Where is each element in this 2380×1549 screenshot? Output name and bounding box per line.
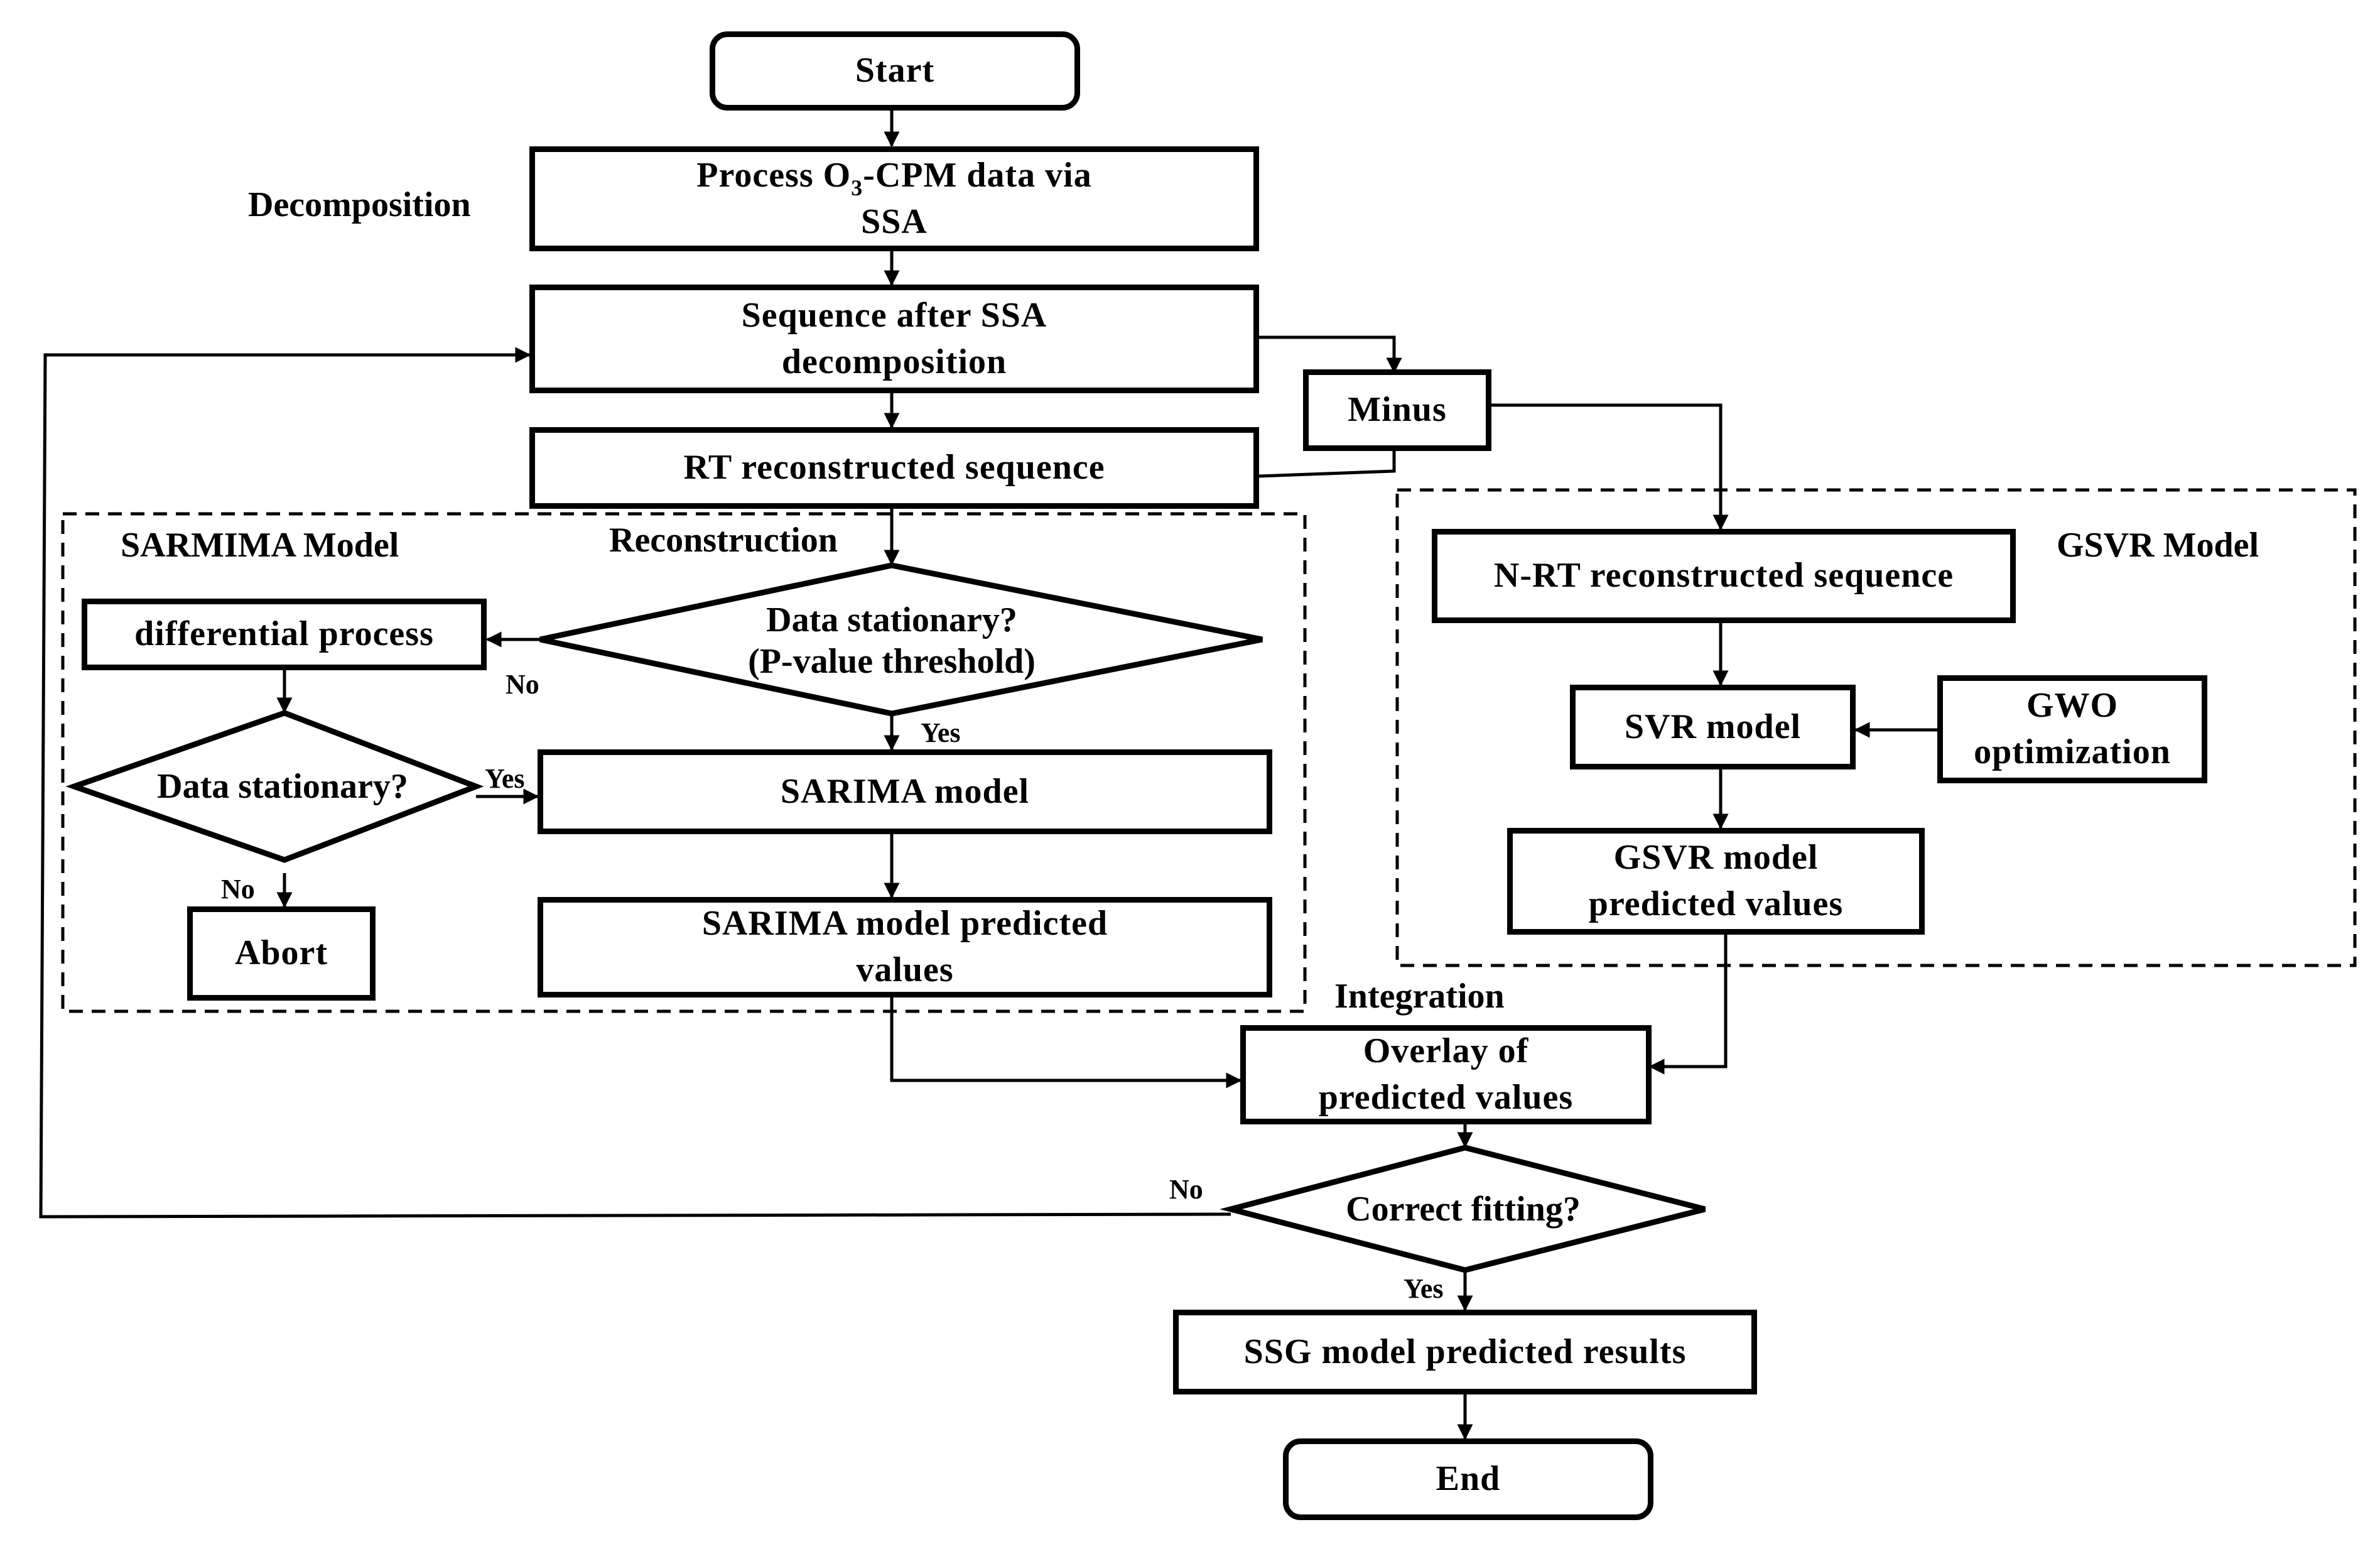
process-o3-pre: Process O (696, 155, 852, 195)
integration-label: Integration (1334, 977, 1505, 1016)
overlay-box: Overlay of predicted values (1240, 1025, 1652, 1124)
process-o3-post: -CPM data via (863, 155, 1092, 195)
gsvr-model-label: GSVR Model (2057, 526, 2259, 565)
data-stationary-diamond (65, 710, 484, 863)
rt-sequence-label: RT reconstructed sequence (683, 448, 1105, 487)
minus-label: Minus (1348, 390, 1447, 430)
sequence-after-ssa-box: Sequence after SSA decomposition (529, 285, 1259, 393)
gwo-optimization-box: GWO optimization (1937, 675, 2207, 783)
process-o3-line2: SSA (861, 202, 928, 241)
sarima-predicted-line2: values (856, 950, 954, 989)
end-terminal: End (1283, 1438, 1653, 1520)
sarima-model-box: SARIMA model (538, 749, 1272, 834)
gsvr-predicted-box: GSVR model predicted values (1507, 828, 1925, 935)
differential-process-label: differential process (134, 614, 434, 654)
end-label: End (1436, 1459, 1501, 1499)
process-o3-line1: Process O3-CPM data via (696, 153, 1092, 200)
start-label: Start (855, 51, 935, 90)
gwo-optimization-line1: GWO (2026, 686, 2119, 726)
overlay-line2: predicted values (1318, 1078, 1574, 1117)
data-stationary-pvalue-line2: (P-value threshold) (748, 642, 1036, 681)
yes-second-label: Yes (485, 763, 525, 794)
reconstruction-label: Reconstruction (609, 521, 838, 560)
process-o3-subscript: 3 (851, 175, 863, 200)
gsvr-predicted-line2: predicted values (1588, 884, 1844, 923)
decomposition-label: Decomposition (248, 185, 471, 224)
arrow-fitting-no-loop (39, 347, 1231, 1219)
data-stationary-pvalue-text: Data stationary? (P-value threshold) (678, 597, 1105, 685)
abort-box: Abort (187, 906, 376, 1001)
gsvr-group-frame (1395, 488, 2357, 967)
nrt-sequence-label: N-RT reconstructed sequence (1493, 556, 1954, 595)
sarima-predicted-box: SARIMA model predicted values (538, 897, 1272, 997)
data-stationary-text: Data stationary? (113, 763, 452, 810)
svr-model-box: SVR model (1570, 685, 1856, 769)
correct-fitting-label: Correct fitting? (1346, 1189, 1581, 1229)
sarmima-model-label: SARMIMA Model (121, 526, 399, 565)
abort-label: Abort (234, 933, 328, 973)
ssg-results-box: SSG model predicted results (1173, 1310, 1757, 1394)
sarima-model-label: SARIMA model (780, 771, 1030, 811)
ssg-results-label: SSG model predicted results (1243, 1332, 1687, 1371)
rt-sequence-box: RT reconstructed sequence (529, 427, 1259, 509)
sequence-after-ssa-line2: decomposition (781, 342, 1007, 381)
process-o3-box: Process O3-CPM data via SSA (529, 146, 1259, 251)
correct-fitting-text: Correct fitting? (1287, 1187, 1639, 1231)
svr-model-label: SVR model (1624, 707, 1802, 746)
start-terminal: Start (710, 31, 1080, 111)
gwo-optimization-line2: optimization (1974, 732, 2171, 771)
overlay-line1: Overlay of (1363, 1031, 1529, 1071)
gsvr-predicted-line1: GSVR model (1613, 838, 1819, 878)
no-fitting-label: No (1169, 1174, 1203, 1205)
data-stationary-label: Data stationary? (157, 767, 408, 807)
no-abort-label: No (221, 874, 255, 905)
no-differential-label: No (506, 669, 539, 700)
yes-fitting-label: Yes (1404, 1273, 1444, 1304)
yes-stationary-label: Yes (921, 717, 961, 748)
arrow-gsvr-to-overlay (1648, 933, 1728, 1075)
arrow-sarima-predicted-to-overlay (890, 996, 1242, 1089)
sarima-predicted-line1: SARIMA model predicted (701, 904, 1108, 943)
arrow-minus-to-nrt (1490, 403, 1729, 531)
arrow-sequence-to-minus (1259, 335, 1402, 374)
nrt-sequence-box: N-RT reconstructed sequence (1432, 529, 2016, 623)
minus-box: Minus (1303, 369, 1491, 451)
data-stationary-pvalue-line1: Data stationary? (766, 600, 1017, 639)
sarmima-group-frame (61, 512, 1307, 1013)
sequence-after-ssa-line1: Sequence after SSA (741, 295, 1047, 335)
differential-process-box: differential process (82, 599, 487, 670)
